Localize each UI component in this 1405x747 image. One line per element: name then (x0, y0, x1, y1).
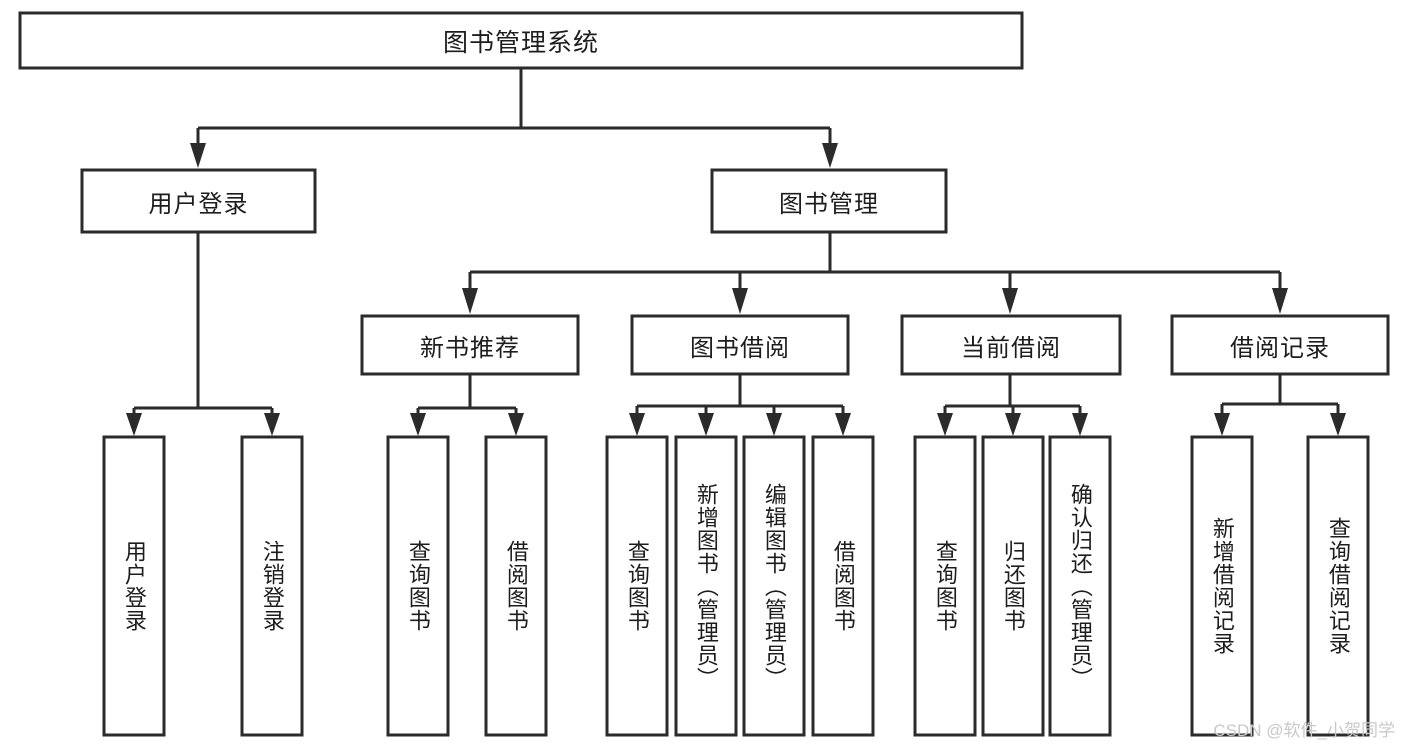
arrow-user-login-leaf1 (126, 413, 142, 436)
node-box-leaf-user-login-1[interactable] (102, 435, 166, 737)
node-box-user-login[interactable] (80, 168, 317, 234)
arrow-to-book-borrow (732, 288, 748, 314)
arrow-current-borrow-leaf2 (1005, 413, 1021, 436)
arrow-to-borrow-record (1272, 288, 1288, 314)
connector-current-borrow-to-leaves (937, 374, 1088, 436)
node-box-new-book-recommend[interactable] (360, 314, 580, 376)
node-box-root[interactable] (18, 11, 1024, 70)
node-box-leaf-borrow-record-1[interactable] (1190, 435, 1254, 737)
node-box-leaf-new-book-2[interactable] (484, 435, 548, 737)
node-box-leaf-book-borrow-3[interactable] (742, 435, 806, 737)
node-box-book-management[interactable] (710, 168, 948, 234)
arrow-to-current-borrow (1002, 288, 1018, 314)
connector-borrow-record-to-leaves (1214, 374, 1346, 436)
connector-user-login-to-leaves (126, 232, 280, 436)
node-box-book-borrow[interactable] (630, 314, 850, 376)
node-box-current-borrow[interactable] (900, 314, 1122, 376)
node-box-leaf-book-borrow-4[interactable] (811, 435, 875, 737)
node-box-leaf-borrow-record-2[interactable] (1306, 435, 1370, 737)
node-box-leaf-current-borrow-3[interactable] (1048, 435, 1112, 737)
arrow-user-login-leaf2 (264, 413, 280, 436)
arrow-book-borrow-leaf3 (766, 413, 782, 436)
arrow-current-borrow-leaf1 (937, 413, 953, 436)
node-box-leaf-user-login-2[interactable] (240, 435, 304, 737)
arrow-new-book-leaf1 (410, 413, 426, 436)
arrow-book-borrow-leaf4 (835, 413, 851, 436)
arrow-to-new-book (462, 288, 478, 314)
arrow-borrow-record-leaf1 (1214, 413, 1230, 436)
connector-book-mgmt-to-level3 (462, 232, 1288, 314)
node-box-borrow-record[interactable] (1170, 314, 1390, 376)
node-box-leaf-new-book-1[interactable] (386, 435, 450, 737)
connector-new-book-to-leaves (410, 374, 524, 436)
csdn-watermark: CSDN @软件_小贺同学 (1213, 721, 1395, 740)
arrow-book-borrow-leaf2 (698, 413, 714, 436)
arrow-root-to-book-mgmt (822, 143, 838, 168)
connector-root-to-level2 (190, 68, 838, 168)
connector-book-borrow-to-leaves (629, 374, 851, 436)
node-box-leaf-book-borrow-1[interactable] (605, 435, 669, 737)
arrow-borrow-record-leaf2 (1330, 413, 1346, 436)
arrow-book-borrow-leaf1 (629, 413, 645, 436)
arrow-new-book-leaf2 (508, 413, 524, 436)
arrow-root-to-user-login (190, 143, 206, 168)
node-box-leaf-current-borrow-2[interactable] (981, 435, 1045, 737)
node-box-leaf-current-borrow-1[interactable] (913, 435, 977, 737)
node-box-leaf-book-borrow-2[interactable] (674, 435, 738, 737)
arrow-current-borrow-leaf3 (1072, 413, 1088, 436)
